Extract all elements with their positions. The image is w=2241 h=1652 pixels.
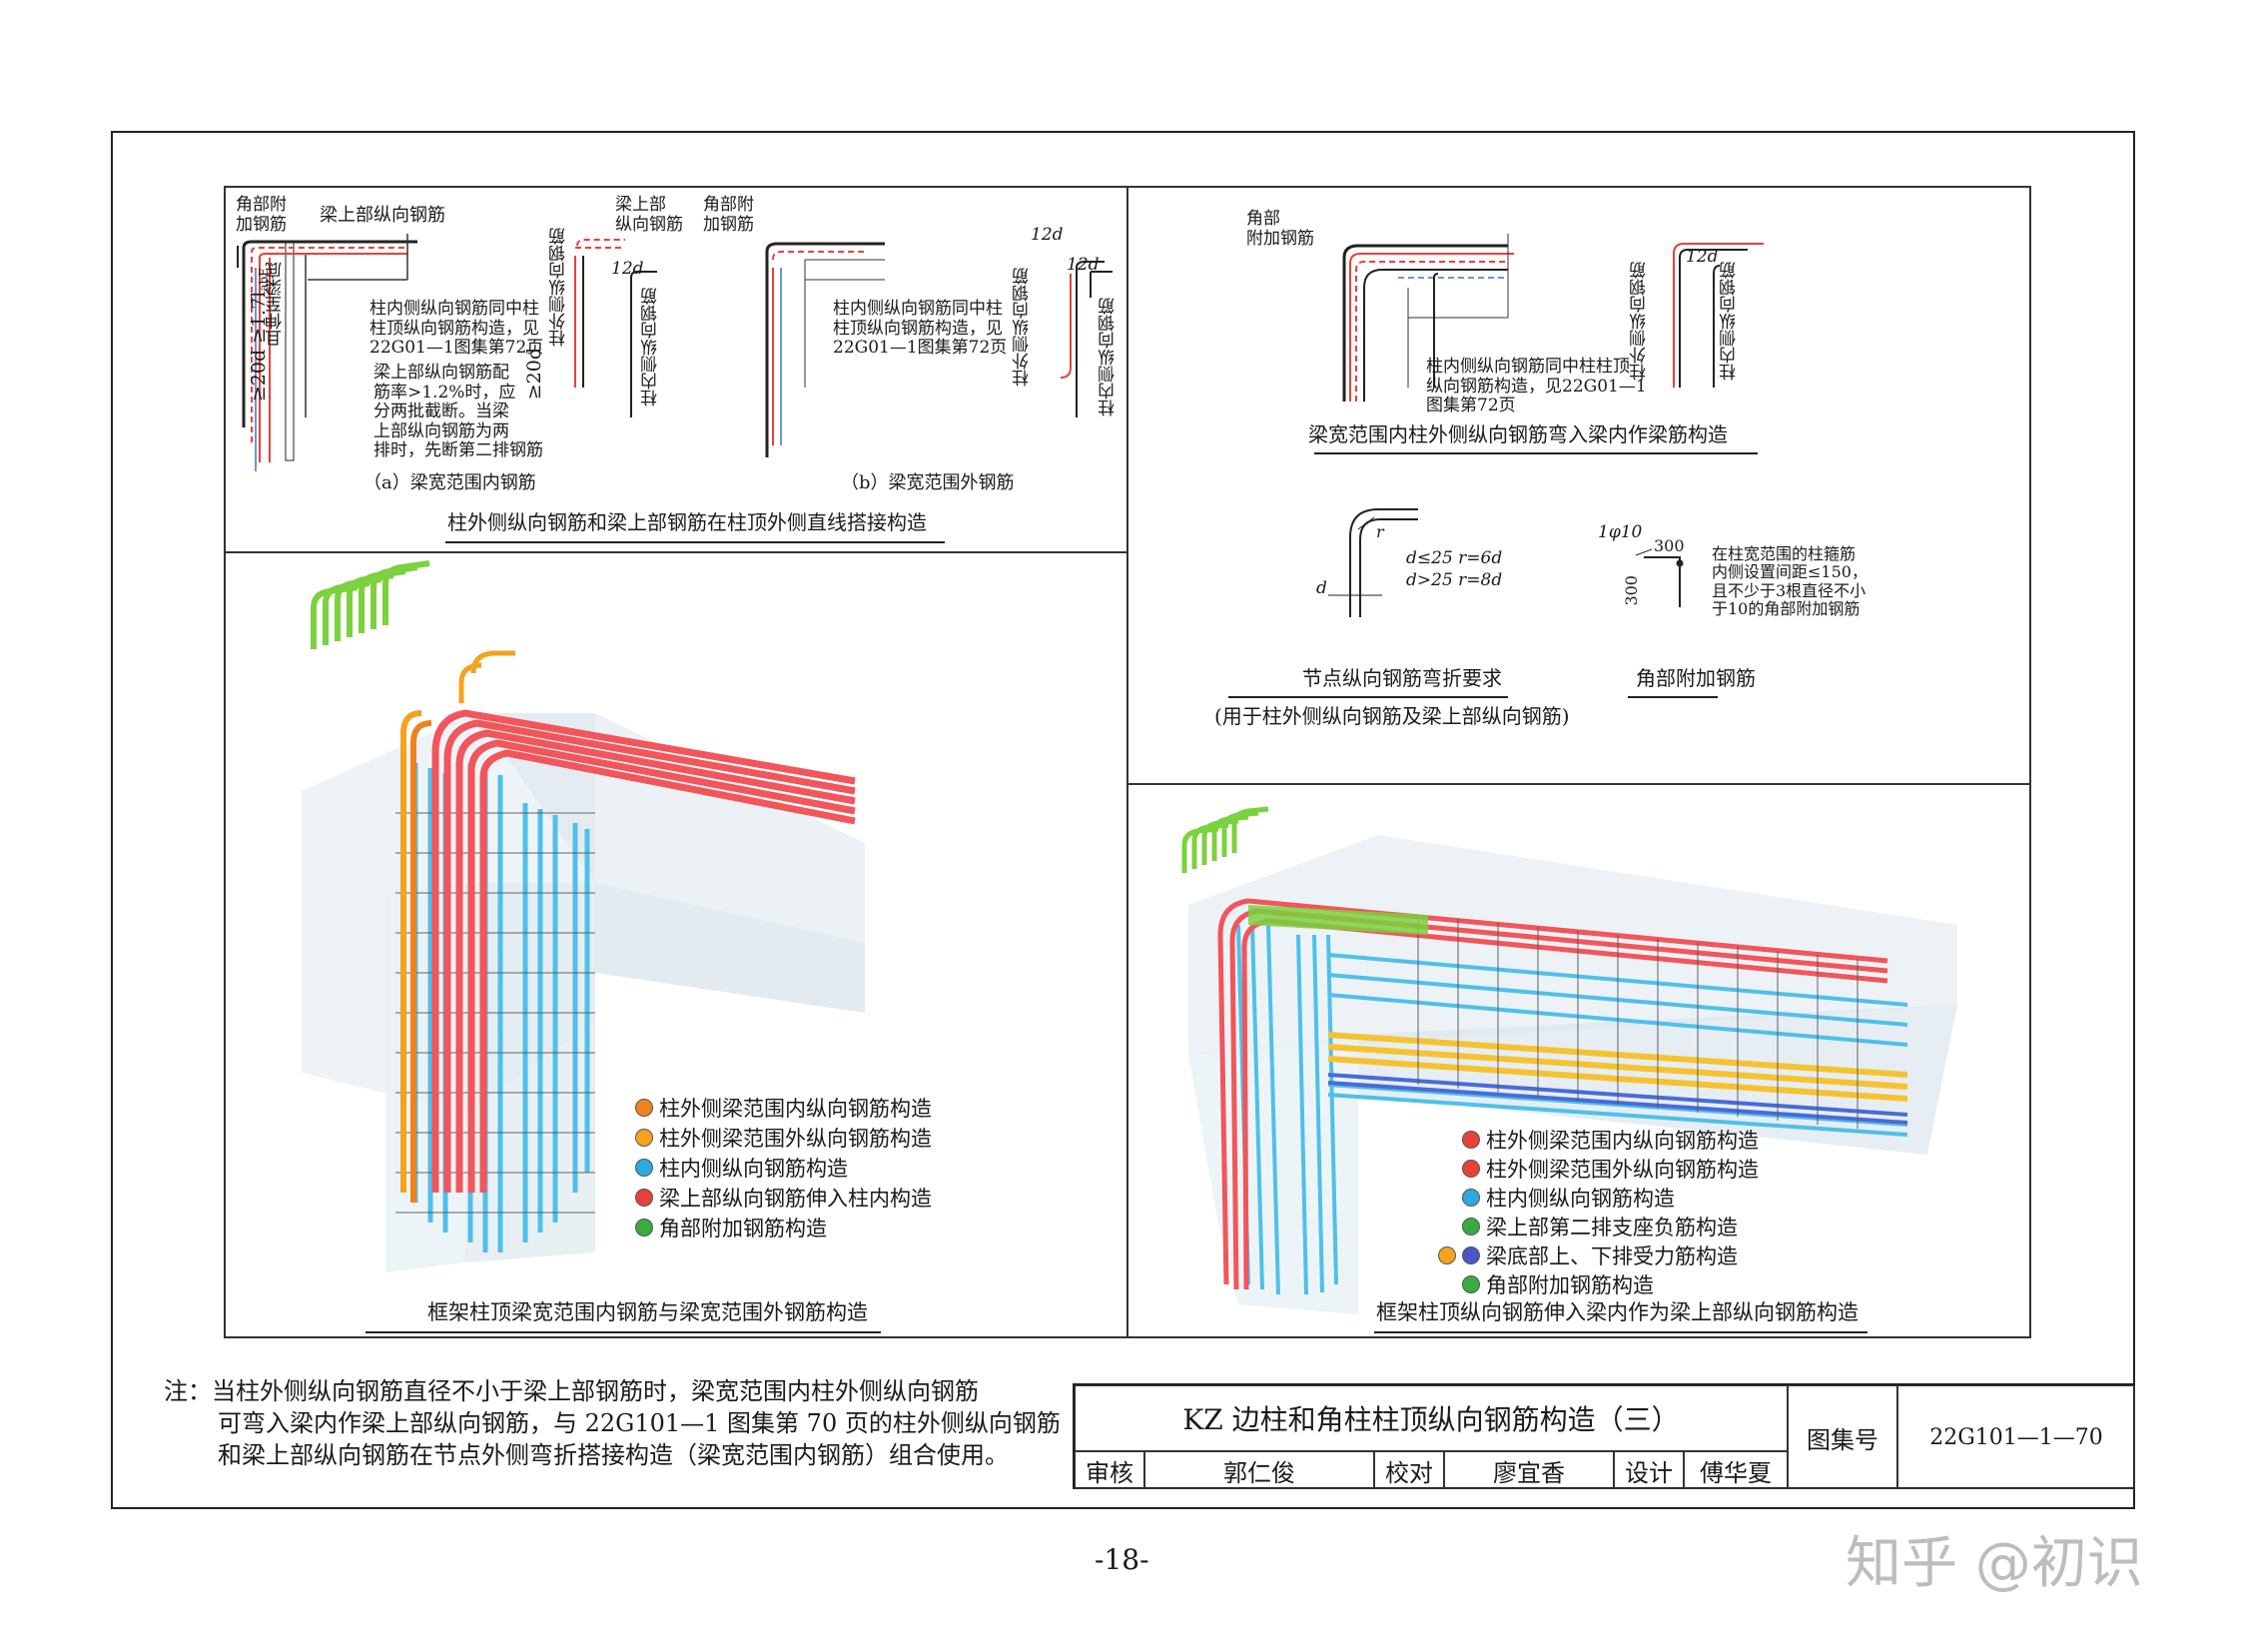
- drawing-title: KZ 边柱和角柱柱顶纵向钢筋构造（三）: [1075, 1385, 1788, 1451]
- legend-dot: [635, 1159, 653, 1177]
- bend-rule-1: d≤25 r=6d: [1406, 548, 1503, 568]
- anchor-length-dim-note: 且伸至梁底: [266, 262, 286, 347]
- caption-a: （a）梁宽范围内钢筋: [364, 472, 536, 493]
- legend-dot: [635, 1129, 653, 1147]
- bottom-left-title: 框架柱顶梁宽范围内钢筋与梁宽范围外钢筋构造: [427, 1300, 868, 1324]
- bend-into-beam-title: 梁宽范围内柱外侧纵向钢筋弯入梁内作梁筋构造: [1308, 422, 1728, 446]
- legend-dot: [1462, 1218, 1480, 1236]
- page-number: -18-: [1095, 1543, 1149, 1576]
- inner-bar-label-right: 柱内侧纵向钢筋: [1720, 262, 1740, 381]
- bend-d-label: d: [1316, 578, 1327, 598]
- beam-top-bar-label-a: 梁上部纵向钢筋: [320, 205, 445, 226]
- legend-right-item: 梁底部上、下排受力筋构造: [1438, 1240, 1738, 1270]
- legend-right-item: 柱外侧梁范围外纵向钢筋构造: [1462, 1154, 1759, 1184]
- corner-bar-label-b: 角部附 加钢筋: [703, 195, 754, 235]
- design-name: 傅华夏: [1684, 1451, 1788, 1489]
- design-label: 设计: [1614, 1451, 1684, 1489]
- legend-dot: [1462, 1160, 1480, 1178]
- outer-bar-label-b: 柱外侧纵向钢筋: [1013, 268, 1033, 387]
- corner-bar-dim-h: 300: [1654, 536, 1685, 555]
- legend-right-item: 柱内侧纵向钢筋构造: [1462, 1183, 1675, 1213]
- legend-dot: [1462, 1275, 1480, 1293]
- legend-dot: [1462, 1189, 1480, 1207]
- note-line-2: 可弯入梁内作梁上部纵向钢筋，与 22G101—1 图集第 70 页的柱外侧纵向钢…: [218, 1409, 1061, 1437]
- dim-12d-a: 12d: [611, 259, 644, 279]
- atlas-number: 22G101—1—70: [1897, 1385, 2135, 1489]
- top-left-title: 柱外侧纵向钢筋和梁上部钢筋在柱顶外侧直线搭接构造: [447, 510, 927, 534]
- 3d-column-top-render: [302, 560, 881, 1333]
- 3d-beam-extension-render: [1181, 806, 1957, 1333]
- legend-dot: [635, 1189, 653, 1207]
- legend-left-item: 柱外侧梁范围外纵向钢筋构造: [635, 1123, 932, 1153]
- atlas-label: 图集号: [1788, 1385, 1897, 1489]
- drawing-frame: [111, 131, 2135, 1509]
- beam-top-bar-label-b: 梁上部 纵向钢筋: [615, 195, 683, 235]
- dim-12d-b2: 12d: [1067, 255, 1100, 275]
- outer-bar-label-a: 柱外侧纵向钢筋: [549, 228, 569, 347]
- check-label: 校对: [1374, 1451, 1444, 1489]
- inner-bar-note-right: 柱内侧纵向钢筋同中柱柱顶 纵向钢筋构造，见22G01—1 图集第72页: [1426, 357, 1647, 416]
- dim-12d-right: 12d: [1686, 247, 1719, 267]
- title-block: KZ 边柱和角柱柱顶纵向钢筋构造（三） 图集号 22G101—1—70 审核 郭…: [1073, 1383, 2135, 1489]
- bend-into-beam-drawing: [1228, 234, 1764, 698]
- bend-r-label: r: [1376, 522, 1384, 541]
- corner-bar-dim-v: 300: [1622, 575, 1641, 606]
- inner-bar-note-b: 柱内侧纵向钢筋同中柱 柱顶纵向钢筋构造，见 22G01—1图集第72页: [833, 299, 1008, 359]
- panel-bottom-right: 柱外侧梁范围内纵向钢筋构造 柱外侧梁范围外纵向钢筋构造 柱内侧纵向钢筋构造 梁上…: [1126, 783, 2031, 1338]
- bottom-right-title: 框架柱顶纵向钢筋伸入梁内作为梁上部纵向钢筋构造: [1376, 1300, 1859, 1324]
- inner-bar-label-a: 柱内侧纵向钢筋: [641, 288, 661, 407]
- panel-bottom-left: 柱外侧梁范围内纵向钢筋构造 柱外侧梁范围外纵向钢筋构造 柱内侧纵向钢筋构造 梁上…: [224, 551, 1128, 1338]
- corner-bar-label-a: 角部附 加钢筋: [236, 195, 287, 235]
- check-name: 廖宜香: [1444, 1451, 1614, 1489]
- inner-bar-note-a: 柱内侧纵向钢筋同中柱 柱顶纵向钢筋构造，见 22G01—1图集第72页: [370, 299, 544, 359]
- corner-bar-title: 角部附加钢筋: [1636, 666, 1756, 690]
- legend-dot: [1462, 1246, 1480, 1264]
- review-name: 郭仁俊: [1144, 1451, 1374, 1489]
- note-line-3: 和梁上部纵向钢筋在节点外侧弯折搭接构造（梁宽范围内钢筋）组合使用。: [218, 1441, 1009, 1469]
- legend-dot: [1438, 1246, 1456, 1264]
- legend-left-item: 柱外侧梁范围内纵向钢筋构造: [635, 1093, 932, 1123]
- legend-dot: [635, 1219, 653, 1237]
- corner-bar-label-right: 角部 附加钢筋: [1246, 209, 1314, 249]
- legend-right-item: 柱外侧梁范围内纵向钢筋构造: [1462, 1125, 1759, 1155]
- legend-right-item: 梁上部第二排支座负筋构造: [1462, 1212, 1738, 1241]
- dim-12d-b1: 12d: [1031, 225, 1064, 245]
- legend-dot: [635, 1099, 653, 1117]
- bend-title: 节点纵向钢筋弯折要求: [1302, 666, 1502, 690]
- panel-top-left: 角部附 加钢筋 梁上部纵向钢筋 柱内侧纵向钢筋同中柱 柱顶纵向钢筋构造，见 22…: [224, 186, 1128, 553]
- corner-bar-note: 在柱宽范围的柱箍筋 内侧设置间距≤150， 且不少于3根直径不小 于10的角部附…: [1712, 544, 1868, 619]
- outer-bar-label-right: 柱外侧纵向钢筋: [1630, 262, 1650, 381]
- bend-subtitle: (用于柱外侧纵向钢筋及梁上部纵向钢筋): [1214, 704, 1570, 728]
- inner-bar-label-b: 柱内侧纵向钢筋: [1099, 298, 1119, 416]
- lap-length-dim: ≥20d: [523, 348, 545, 401]
- beam-ratio-note-a: 梁上部纵向钢筋配 筋率>1.2%时，应 分两批截断。当梁 上部纵向钢筋为两 排时…: [374, 363, 543, 461]
- caption-b: （b）梁宽范围外钢筋: [841, 472, 1015, 493]
- bend-rule-2: d>25 r=8d: [1406, 570, 1503, 590]
- legend-left-item: 柱内侧纵向钢筋构造: [635, 1153, 848, 1183]
- legend-left-item: 角部附加钢筋构造: [635, 1213, 827, 1242]
- watermark: 知乎 @初识: [1846, 1531, 2143, 1596]
- straight-lap-detail-drawing: [237, 234, 1113, 543]
- legend-dot: [1462, 1131, 1480, 1149]
- note-line-1: 注：当柱外侧纵向钢筋直径不小于梁上部钢筋时，梁宽范围内柱外侧纵向钢筋: [164, 1377, 979, 1405]
- legend-right-item: 角部附加钢筋构造: [1462, 1269, 1654, 1299]
- corner-bar-spec: 1φ10: [1598, 522, 1643, 542]
- legend-left-item: 梁上部纵向钢筋伸入柱内构造: [635, 1183, 932, 1213]
- panel-top-right: 角部 附加钢筋 柱内侧纵向钢筋同中柱柱顶 纵向钢筋构造，见22G01—1 图集第…: [1126, 186, 2031, 785]
- review-label: 审核: [1075, 1451, 1144, 1489]
